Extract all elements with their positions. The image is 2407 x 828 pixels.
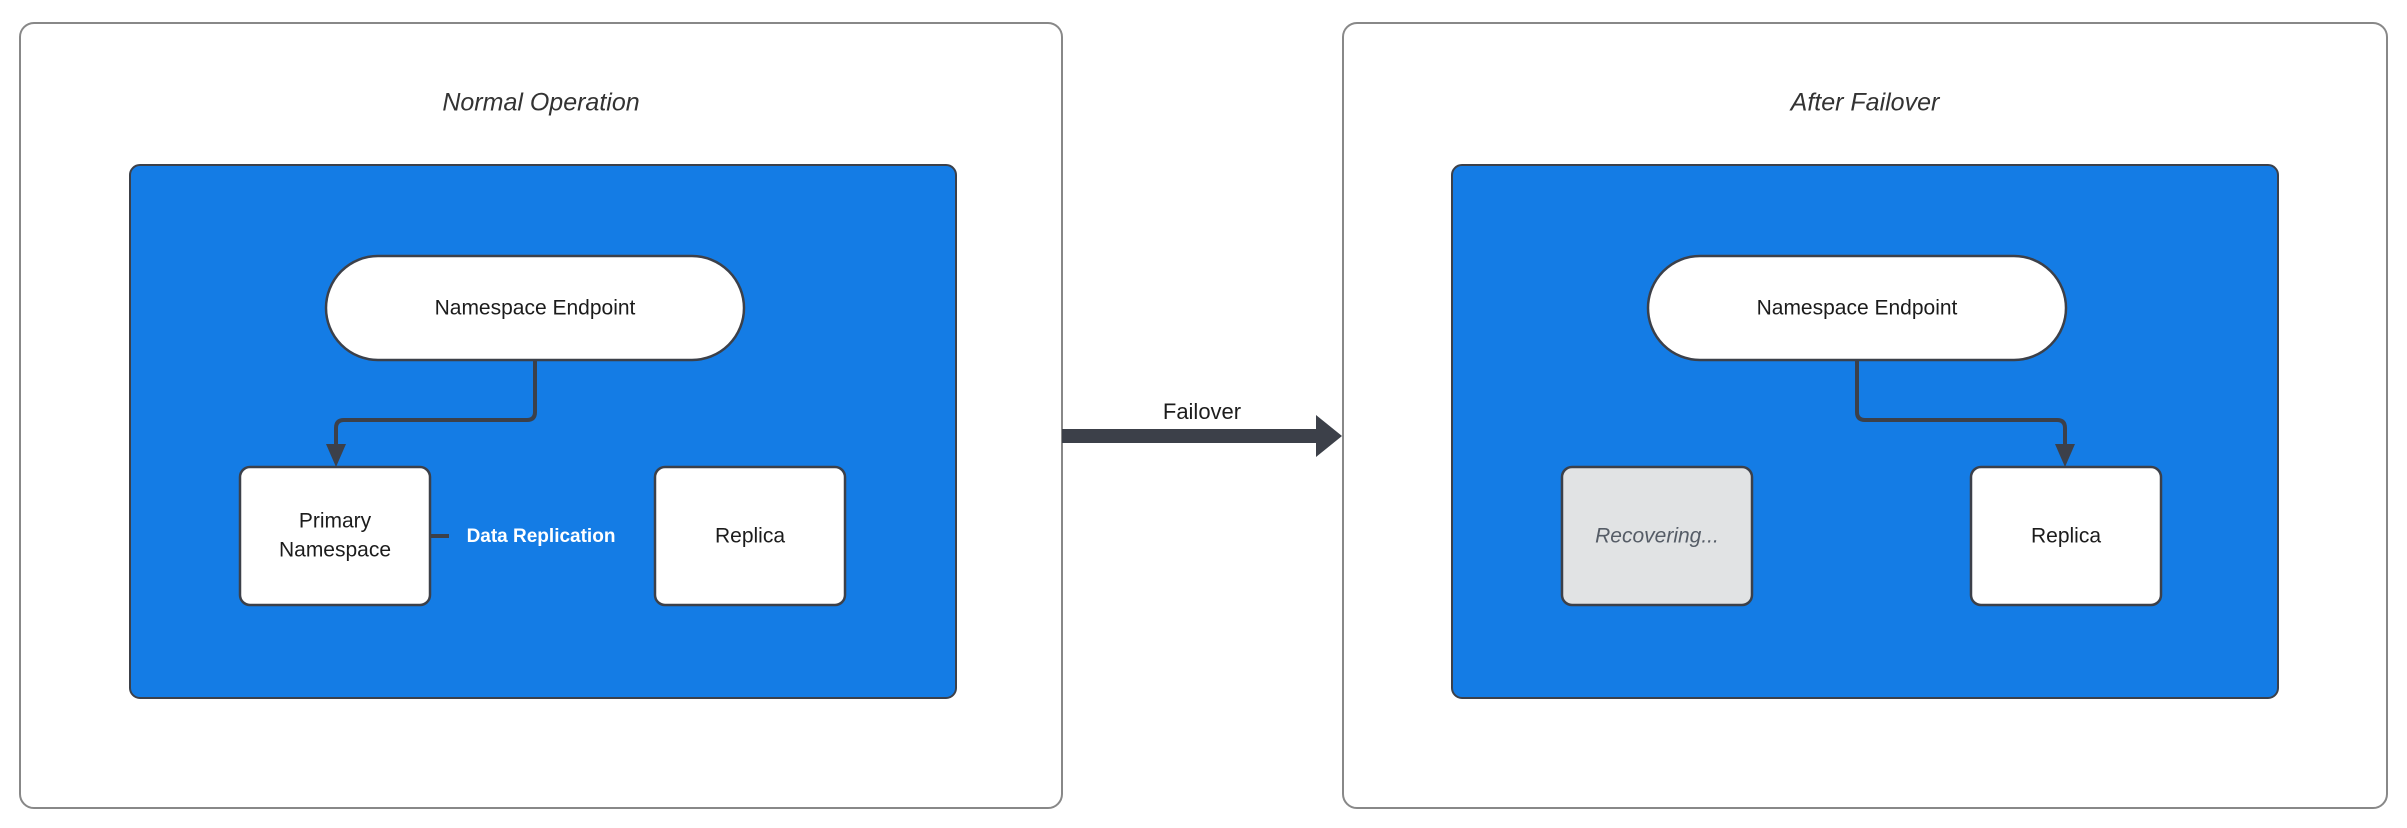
failover-transition-label: Failover — [1163, 399, 1241, 424]
node-label-endpoint-left: Namespace Endpoint — [435, 297, 636, 320]
node-label-replica-right: Replica — [2031, 525, 2101, 548]
edge-path-endpoint-to-primary — [334, 360, 537, 448]
region-box-after-failover — [1451, 164, 2279, 699]
panel-title-after-failover: After Failover — [1789, 89, 1941, 117]
node-recovering[interactable]: Recovering... — [1560, 465, 1754, 607]
edge-arrowhead-endpoint-to-primary — [326, 444, 346, 467]
node-shape-replica-right — [1969, 465, 2163, 607]
panel-normal-operation: Normal Operation Namespace Endpoint Prim… — [19, 22, 1063, 809]
edge-label-primary-to-replica: Data Replication — [467, 526, 616, 547]
node-replica-right[interactable]: Replica — [1969, 465, 2163, 607]
node-shape-replica-left — [653, 465, 847, 607]
edge-endpoint-to-replica — [1855, 360, 2075, 467]
region-box-normal-operation — [129, 164, 957, 699]
node-label-replica-left: Replica — [715, 525, 785, 548]
node-primary-namespace[interactable]: Primary Namespace — [238, 465, 432, 607]
edge-path-endpoint-to-replica — [1855, 360, 2067, 448]
edge-primary-to-replica: Data Replication — [430, 523, 656, 550]
edge-arrowhead-endpoint-to-replica — [2055, 444, 2075, 467]
node-label-recovering: Recovering... — [1595, 525, 1719, 548]
failover-transition: Failover — [1062, 399, 1342, 457]
node-label-endpoint-right: Namespace Endpoint — [1757, 297, 1958, 320]
node-replica-left[interactable]: Replica — [653, 465, 847, 607]
node-shape-primary-namespace — [238, 465, 432, 607]
edge-label-backdrop-primary-to-replica — [449, 523, 656, 550]
failover-transition-arrowhead — [1316, 415, 1342, 457]
panel-title-normal-operation: Normal Operation — [442, 89, 639, 117]
panel-after-failover: After Failover Namespace Endpoint Recove… — [1342, 22, 2388, 809]
failover-transition-bar — [1062, 429, 1328, 443]
node-endpoint-left[interactable]: Namespace Endpoint — [324, 254, 746, 362]
edge-endpoint-to-primary — [326, 360, 537, 467]
node-label-primary-namespace-line1: Primary — [299, 510, 372, 533]
node-label-primary-namespace-line2: Namespace — [279, 539, 391, 562]
node-shape-recovering — [1560, 465, 1754, 607]
node-endpoint-right[interactable]: Namespace Endpoint — [1646, 254, 2068, 362]
